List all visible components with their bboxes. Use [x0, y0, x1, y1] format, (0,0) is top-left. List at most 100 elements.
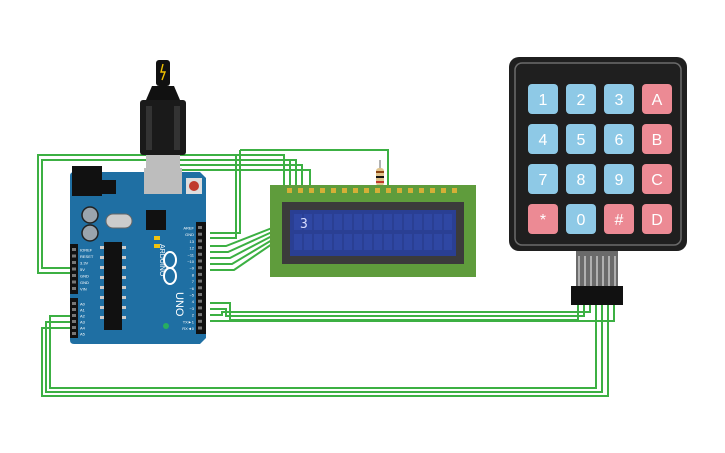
digital-header [196, 222, 206, 334]
wires [37, 149, 615, 397]
key-label: 7 [539, 172, 548, 189]
wire-resistor[interactable] [240, 149, 389, 185]
power-jack[interactable] [72, 166, 102, 196]
wire-lcd-d12[interactable] [210, 227, 273, 247]
key-c[interactable]: C [642, 164, 672, 194]
analog-pin-label: A2 [80, 314, 86, 319]
wire-right-1[interactable] [210, 150, 241, 234]
key-label: C [651, 172, 663, 189]
power-pin-label: 5V [80, 267, 85, 272]
digital-pin-label: ~3 [189, 306, 194, 311]
wire-keypad-3[interactable] [210, 305, 591, 316]
wire-right-2[interactable] [210, 155, 237, 239]
keypad-keys: 1 2 3 A 4 5 6 B 7 8 9 C * 0 # D [528, 84, 672, 234]
wire-keypad-7[interactable] [210, 305, 615, 322]
key-label: 1 [539, 92, 548, 109]
power-pin-label: IOREF [80, 248, 93, 253]
lcd-module[interactable]: 3 [270, 185, 476, 277]
power-pin-label: GND [80, 274, 89, 279]
key-label: 9 [615, 172, 624, 189]
wire-keypad-6[interactable] [41, 305, 609, 397]
key-3[interactable]: 3 [604, 84, 634, 114]
wire-top-2[interactable] [176, 164, 303, 190]
digital-pin-label: ~9 [189, 266, 194, 271]
lcd-character-grid [294, 214, 452, 250]
digital-pin-label: GND [185, 232, 194, 237]
keypad-ribbon [571, 251, 623, 305]
wire-top-3[interactable] [176, 169, 311, 190]
digital-pin-label: 13 [190, 239, 195, 244]
power-pin-label: GND [80, 280, 89, 285]
usb-socket [144, 168, 182, 194]
analog-pin-label: A3 [80, 320, 86, 325]
digital-pin-label: AREF [183, 226, 194, 231]
key-8[interactable]: 8 [566, 164, 596, 194]
analog-pin-label: A1 [80, 308, 86, 313]
key-label: 5 [577, 132, 586, 149]
key-d[interactable]: D [642, 204, 672, 234]
analog-pin-label: A4 [80, 326, 86, 331]
key-1[interactable]: 1 [528, 84, 558, 114]
key-label: 6 [615, 132, 624, 149]
key-label: B [652, 132, 663, 149]
digital-pin-label: 2 [192, 313, 195, 318]
arduino-infinity-logo [163, 251, 177, 285]
keypad-4x4[interactable]: 1 2 3 A 4 5 6 B 7 8 9 C * 0 # D [509, 57, 687, 305]
usb-cable[interactable] [140, 60, 186, 169]
key-label: * [540, 212, 546, 229]
digital-pin-label: ~5 [189, 293, 194, 298]
digital-pin-label: ~6 [189, 286, 194, 291]
wire-keypad-2[interactable] [210, 305, 585, 317]
capacitor-2 [81, 224, 99, 242]
power-pin-label: 3.3V [80, 261, 89, 266]
usb-bolt-icon [160, 63, 167, 81]
lcd-header-pins [287, 188, 457, 193]
digital-pin-label: 4 [192, 299, 195, 304]
crystal [105, 213, 133, 229]
wire-keypad-5[interactable] [45, 305, 603, 393]
key-0[interactable]: 0 [566, 204, 596, 234]
key-a[interactable]: A [642, 84, 672, 114]
key-2[interactable]: 2 [566, 84, 596, 114]
digital-pin-label: TX►1 [183, 319, 195, 324]
digital-pin-label: 7 [192, 279, 195, 284]
analog-pin-label: A5 [80, 332, 86, 337]
wire-top-1[interactable] [176, 159, 297, 190]
key-9[interactable]: 9 [604, 164, 634, 194]
key-5[interactable]: 5 [566, 124, 596, 154]
wire-lcd-d8[interactable] [210, 243, 273, 271]
key-6[interactable]: 6 [604, 124, 634, 154]
wire-lcd-d9[interactable] [210, 239, 273, 265]
wire-lcd-d11[interactable] [210, 231, 273, 253]
key-label: 3 [615, 92, 624, 109]
analog-header [70, 298, 78, 338]
key-label: # [615, 212, 624, 229]
key-label: D [651, 212, 663, 229]
digital-pin-label: ~10 [187, 259, 195, 264]
digital-pin-label: 12 [190, 246, 195, 251]
capacitor-1 [81, 206, 99, 224]
lcd-text: 3 [300, 217, 308, 232]
power-pin-label: RESET [80, 254, 94, 259]
key-label: 4 [539, 132, 548, 149]
key-star[interactable]: * [528, 204, 558, 234]
digital-pin-label: ~11 [188, 252, 195, 257]
wire-power-loop[interactable] [37, 154, 285, 274]
key-label: 0 [577, 212, 586, 229]
digital-pin-label: RX◄0 [182, 326, 195, 331]
key-hash[interactable]: # [604, 204, 634, 234]
key-b[interactable]: B [642, 124, 672, 154]
analog-pin-label: A0 [80, 302, 86, 307]
wire-lcd-d10[interactable] [210, 235, 273, 259]
arduino-uno-board[interactable]: ARDUINO UNO AREFGND1312~11~10~987~6~54~3… [70, 166, 206, 344]
atmega-chip [104, 242, 122, 330]
key-4[interactable]: 4 [528, 124, 558, 154]
key-label: 2 [577, 92, 586, 109]
key-label: A [652, 92, 663, 109]
wire-keypad-4[interactable] [49, 305, 597, 389]
key-7[interactable]: 7 [528, 164, 558, 194]
